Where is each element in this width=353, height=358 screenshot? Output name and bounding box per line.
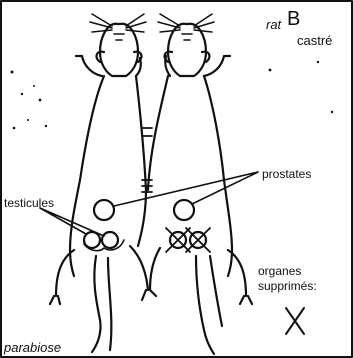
testicles-label: testicules (4, 197, 54, 209)
rat-right-hind-legs (150, 248, 252, 304)
rat-right-nose (182, 34, 192, 40)
rat-left-tail (92, 256, 111, 352)
parabiosis-caption: parabiose (4, 341, 61, 354)
rat-left-head (100, 24, 138, 76)
scan-specks (11, 61, 334, 130)
rat-left-body (70, 76, 146, 276)
rat-left-nose (114, 34, 124, 40)
rat-right-testicle-crosses (166, 228, 210, 252)
rat-right-body (148, 76, 232, 276)
removed-organs-cross-icon (286, 308, 304, 334)
rat-left-hind-legs (50, 246, 156, 304)
removed-organs-label-line1: organes (258, 265, 301, 277)
rat-right-head (168, 24, 206, 76)
rat-left-testicle-2 (102, 232, 118, 248)
prostates-label: prostates (262, 168, 311, 180)
removed-organs-label-line2: supprimés: (258, 280, 317, 292)
rat-left-prostate (94, 200, 114, 220)
rat-right-prostate (174, 200, 194, 220)
rat-right-ears (165, 52, 210, 62)
rat-right (148, 14, 252, 354)
rat-left (50, 14, 156, 352)
rat-right-tail (196, 256, 222, 354)
castrated-label: castré (297, 34, 332, 47)
rat-letter-label: B (287, 9, 300, 29)
rat-label: rat (266, 18, 281, 31)
rat-left-ears (97, 52, 142, 62)
